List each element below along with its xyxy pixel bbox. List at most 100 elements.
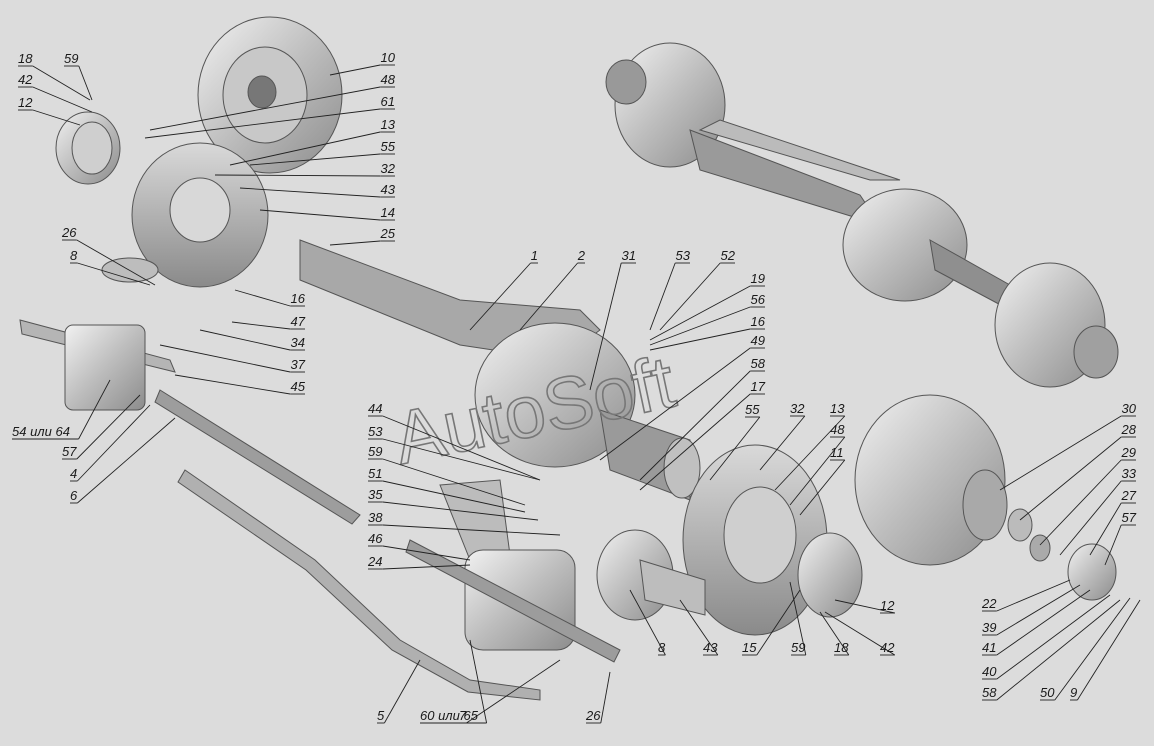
callout-label: 59 bbox=[368, 444, 382, 459]
callout-leader bbox=[144, 108, 381, 139]
callout-leader bbox=[649, 328, 751, 351]
callout-label: 12 bbox=[880, 598, 895, 613]
callout-leader bbox=[199, 329, 291, 351]
callout-label: 58 bbox=[751, 356, 766, 371]
callout-leader bbox=[469, 639, 488, 724]
callout-label: 33 bbox=[1122, 466, 1137, 481]
callout-label: 43 bbox=[703, 640, 718, 655]
callout-label: 43 bbox=[381, 182, 396, 197]
callout-label: 11 bbox=[830, 445, 844, 460]
callout-label: 51 bbox=[368, 466, 382, 481]
callout-leader bbox=[32, 86, 93, 113]
callout-leader bbox=[239, 187, 381, 198]
callout-label: 1 bbox=[531, 248, 538, 263]
callout-label: 31 bbox=[622, 248, 636, 263]
tie-rod bbox=[177, 469, 541, 701]
callout-leader bbox=[159, 344, 291, 373]
callout-leader bbox=[214, 174, 381, 177]
callout-leader bbox=[1059, 480, 1122, 556]
callout-label: 29 bbox=[1121, 445, 1136, 460]
callout-label: 54 или 64 bbox=[12, 424, 70, 439]
callout-label: 61 bbox=[381, 94, 395, 109]
callout-leader bbox=[174, 374, 291, 395]
callout-leader bbox=[996, 589, 1091, 656]
callout-label: 55 bbox=[745, 402, 760, 417]
callout-label: 41 bbox=[982, 640, 996, 655]
callout-label: 24 bbox=[367, 554, 382, 569]
brake-drum-upper bbox=[197, 16, 343, 174]
callout-label: 15 bbox=[742, 640, 757, 655]
hub-ring-left bbox=[55, 111, 121, 185]
callout-label: 37 bbox=[291, 357, 306, 372]
callout-leader bbox=[76, 239, 156, 286]
callout-leader bbox=[679, 599, 719, 656]
callout-leader bbox=[774, 415, 846, 491]
callout-label: 16 bbox=[291, 291, 306, 306]
callout-label: 8 bbox=[658, 640, 666, 655]
callout-leader bbox=[1039, 459, 1122, 546]
callout-label: 6 bbox=[70, 488, 78, 503]
callout-leader bbox=[32, 65, 91, 101]
callout-label: 52 bbox=[721, 248, 736, 263]
callout-label: 35 bbox=[368, 487, 383, 502]
callout-leader bbox=[834, 599, 895, 614]
callout-label: 4 bbox=[70, 466, 77, 481]
callout-label: 14 bbox=[381, 205, 395, 220]
callout-leader bbox=[231, 321, 291, 330]
callout-leader bbox=[32, 109, 81, 126]
left-knuckle-and-shaft bbox=[19, 257, 361, 525]
callout-leader bbox=[799, 459, 846, 516]
callout-leader bbox=[77, 404, 151, 482]
callout-leader bbox=[234, 289, 291, 307]
callout-leader bbox=[649, 262, 676, 331]
callout-leader bbox=[659, 262, 721, 331]
callout-label: 7 bbox=[459, 708, 467, 723]
callout-label: 27 bbox=[1121, 488, 1137, 503]
callout-leader bbox=[756, 589, 801, 656]
callout-leader bbox=[78, 65, 93, 101]
callout-leader bbox=[229, 131, 381, 166]
brake-shield-upper bbox=[131, 142, 269, 288]
brake-drum-lower bbox=[854, 394, 1117, 601]
callout-leader bbox=[466, 659, 561, 724]
callout-leader bbox=[819, 611, 850, 656]
callout-leader bbox=[382, 564, 471, 570]
callout-leader bbox=[1019, 436, 1122, 521]
callout-leader bbox=[382, 501, 539, 521]
callout-leader bbox=[1104, 524, 1122, 566]
callout-label: 42 bbox=[18, 72, 33, 87]
callout-leader bbox=[76, 394, 141, 460]
callout-label: 17 bbox=[751, 379, 766, 394]
callout-label: 22 bbox=[981, 596, 997, 611]
callout-label: 48 bbox=[830, 422, 845, 437]
assembled-axle bbox=[605, 42, 1119, 388]
callout-leader bbox=[329, 64, 381, 76]
callout-leader bbox=[649, 306, 751, 346]
callout-label: 46 bbox=[368, 531, 383, 546]
callout-leader bbox=[789, 436, 846, 506]
callout-label: 38 bbox=[368, 510, 383, 525]
callout-label: 56 bbox=[751, 292, 766, 307]
callout-label: 12 bbox=[18, 95, 33, 110]
callout-leader bbox=[996, 584, 1081, 636]
callout-label: 5 bbox=[377, 708, 385, 723]
callout-label: 39 bbox=[982, 620, 996, 635]
callout-label: 49 bbox=[751, 333, 765, 348]
callout-label: 13 bbox=[381, 117, 396, 132]
callout-label: 55 bbox=[381, 139, 396, 154]
callout-label: 57 bbox=[62, 444, 77, 459]
callout-label: 58 bbox=[982, 685, 997, 700]
callout-leader bbox=[77, 262, 151, 286]
callout-leader bbox=[78, 379, 111, 440]
callout-leader bbox=[996, 579, 1071, 612]
callout-leader bbox=[996, 594, 1111, 680]
callout-label: 18 bbox=[18, 51, 33, 66]
callout-label: 45 bbox=[291, 379, 306, 394]
callout-label: 50 bbox=[1040, 685, 1055, 700]
callout-label: 40 bbox=[982, 664, 997, 679]
callout-leader bbox=[1089, 502, 1122, 556]
callout-label: 59 bbox=[791, 640, 805, 655]
callout-label: 13 bbox=[830, 401, 845, 416]
